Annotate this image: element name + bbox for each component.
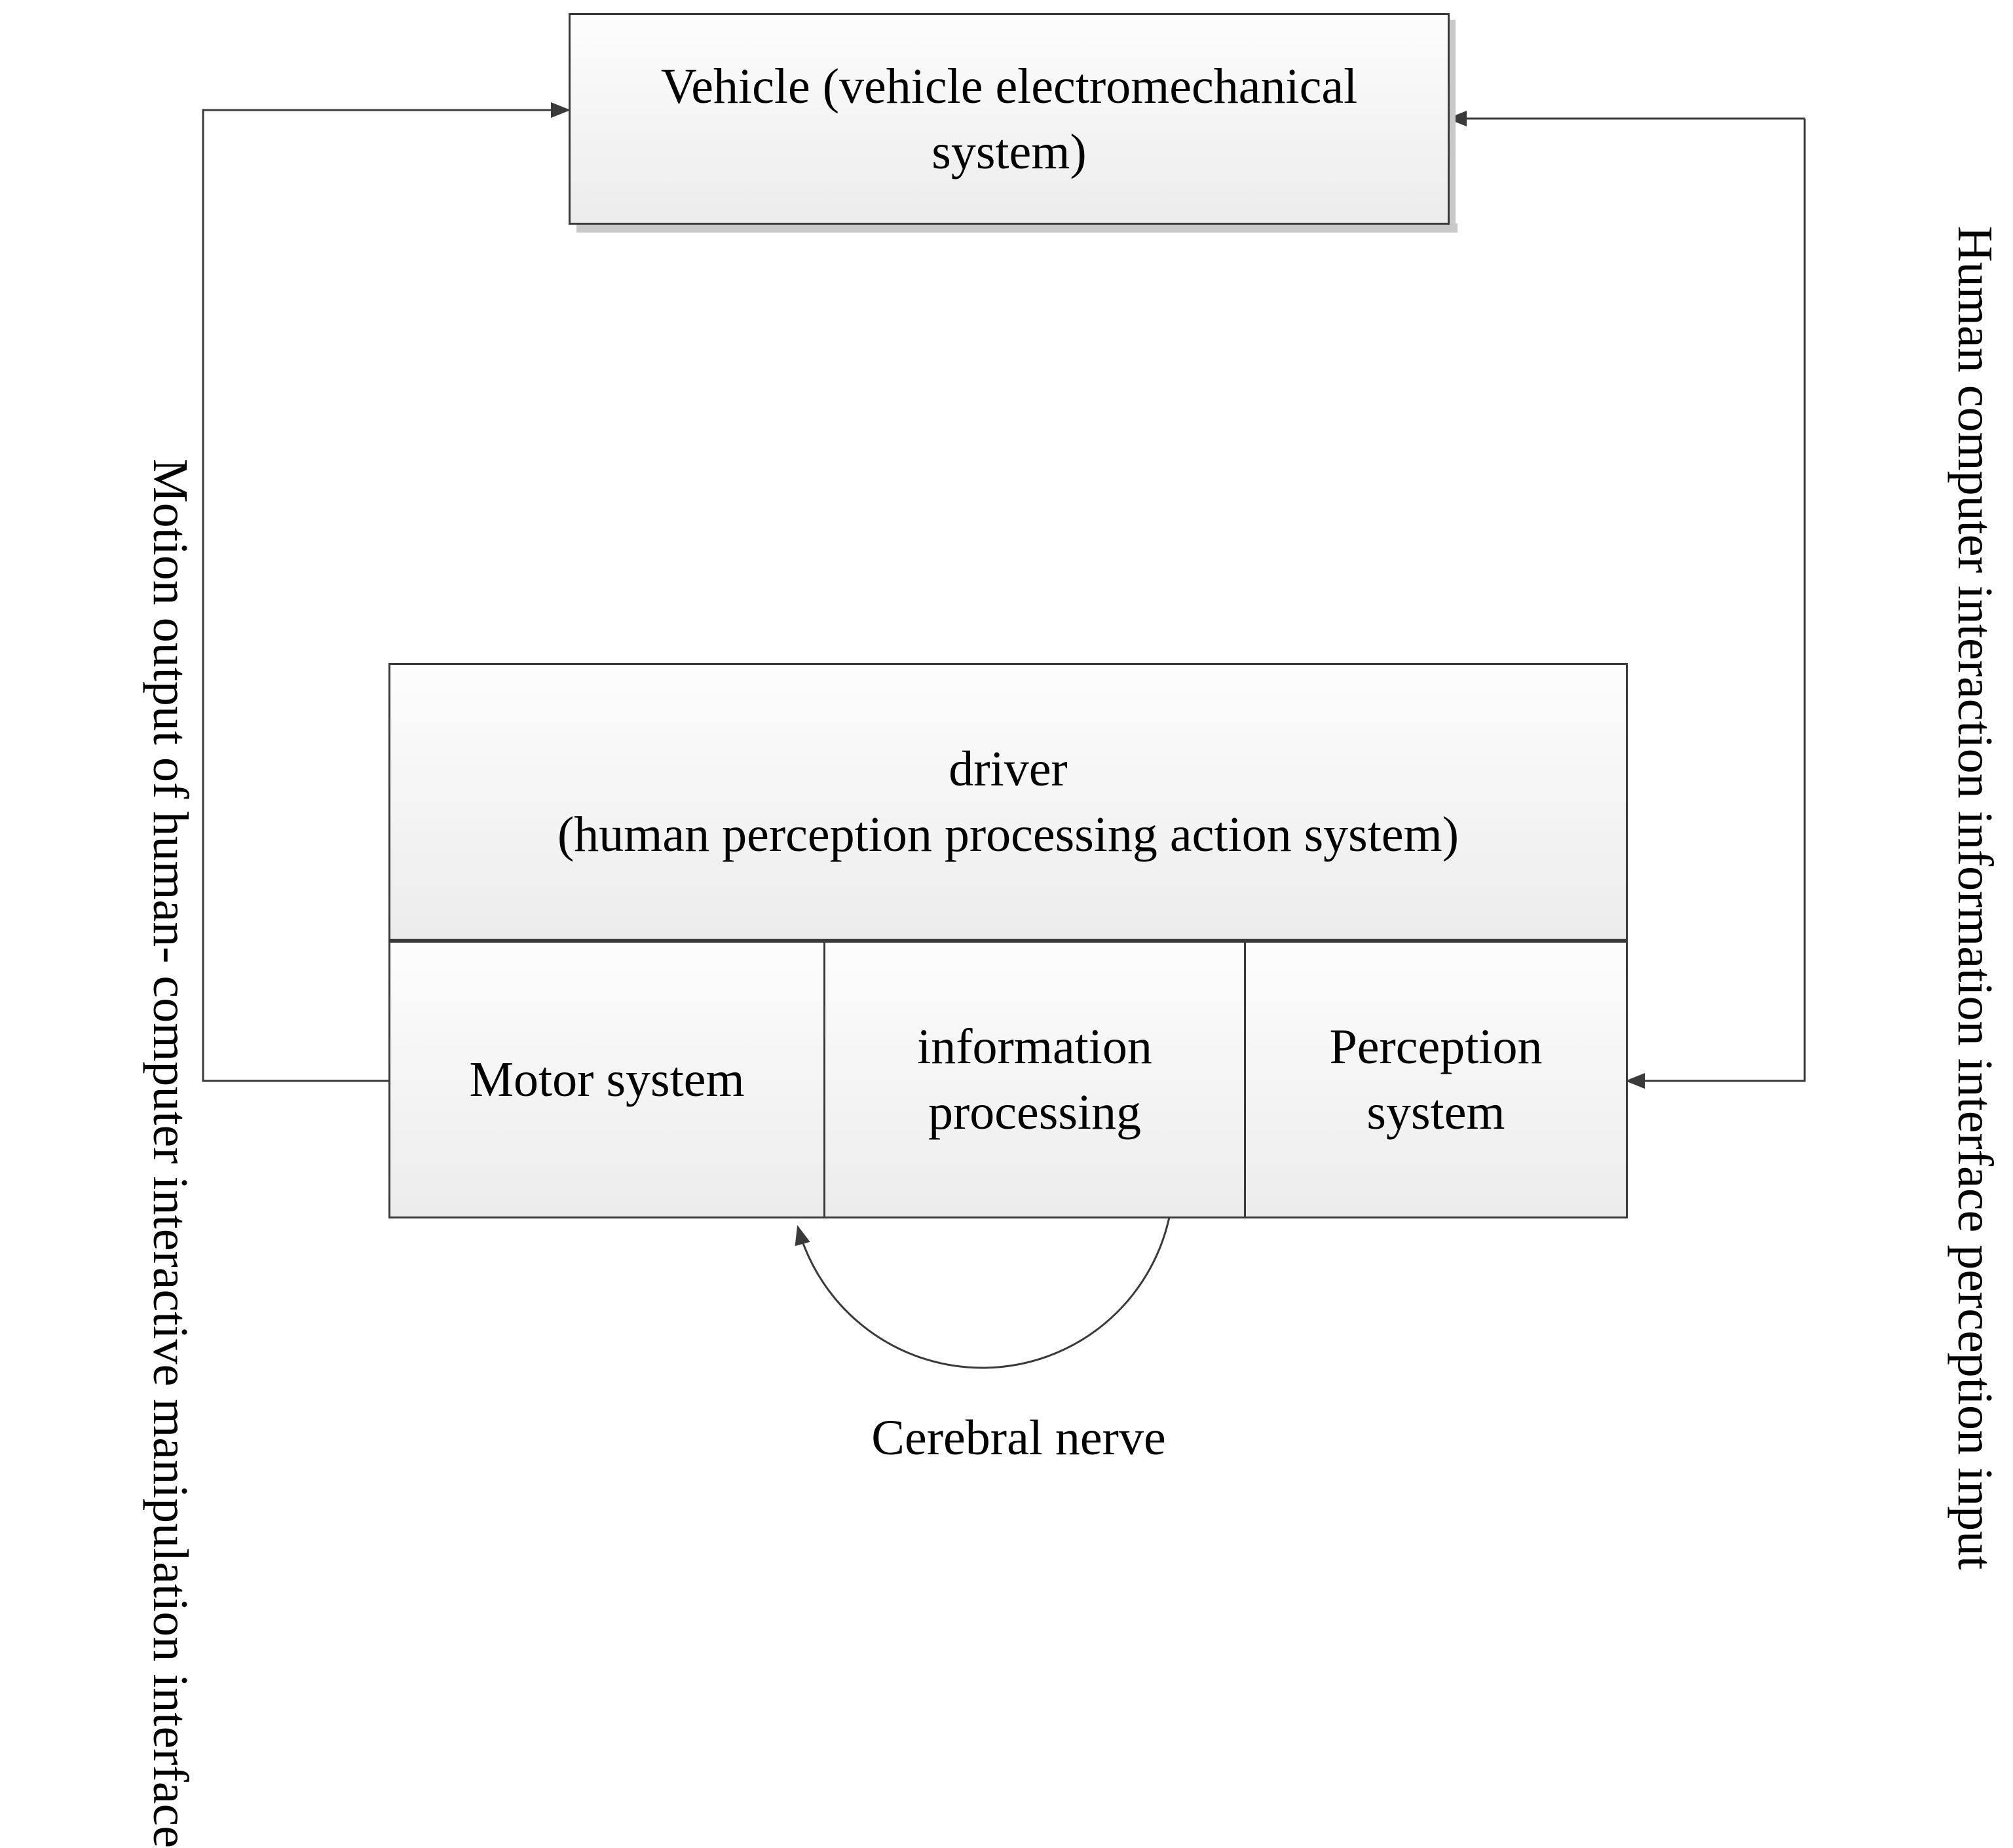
motion-output-label-line1: Motion output of human- [143,459,198,964]
driver-title-line1: driver [949,742,1068,797]
motion-output-label-line2: computer interactive [143,975,198,1387]
information-processing-label-line2: processing [928,1085,1142,1140]
vehicle-title-line1: Vehicle (vehicle electromechanical [660,58,1358,114]
motor-system-label: Motor system [469,1052,745,1107]
perception-system-label-line2: system [1366,1085,1505,1140]
cerebral-nerve-arc [795,1216,1171,1369]
information-processing-box: information processing [823,941,1246,1218]
perception-system-label-line1: Perception [1329,1019,1543,1074]
perception-input-label-line2: information interface perception input [1947,810,2003,1570]
perception-input-label: Human computer interaction information i… [1870,226,2008,1570]
vehicle-box-shadow-side [1448,20,1456,233]
perception-input-label-line1: Human computer interaction [1947,226,2003,799]
diagram-connectors [202,102,1806,1369]
motion-output-label: Motion output of human- computer interac… [7,459,203,1848]
vehicle-title-line2: system) [931,124,1087,179]
cerebral-nerve-label: Cerebral nerve [871,1410,1166,1465]
vehicle-box: Vehicle (vehicle electromechanical syste… [569,13,1450,225]
motion-output-connector [202,102,571,1082]
driver-title-line2: (human perception processing action syst… [557,807,1459,862]
information-processing-label-line1: information [917,1019,1152,1074]
driver-box: driver (human perception processing acti… [388,663,1628,941]
vehicle-box-shadow [576,223,1458,233]
motor-system-box: Motor system [388,941,825,1218]
perception-input-connector [1625,119,1806,1089]
motion-output-label-line3: manipulation interface [143,1399,198,1848]
perception-system-box: Perception system [1244,941,1628,1218]
